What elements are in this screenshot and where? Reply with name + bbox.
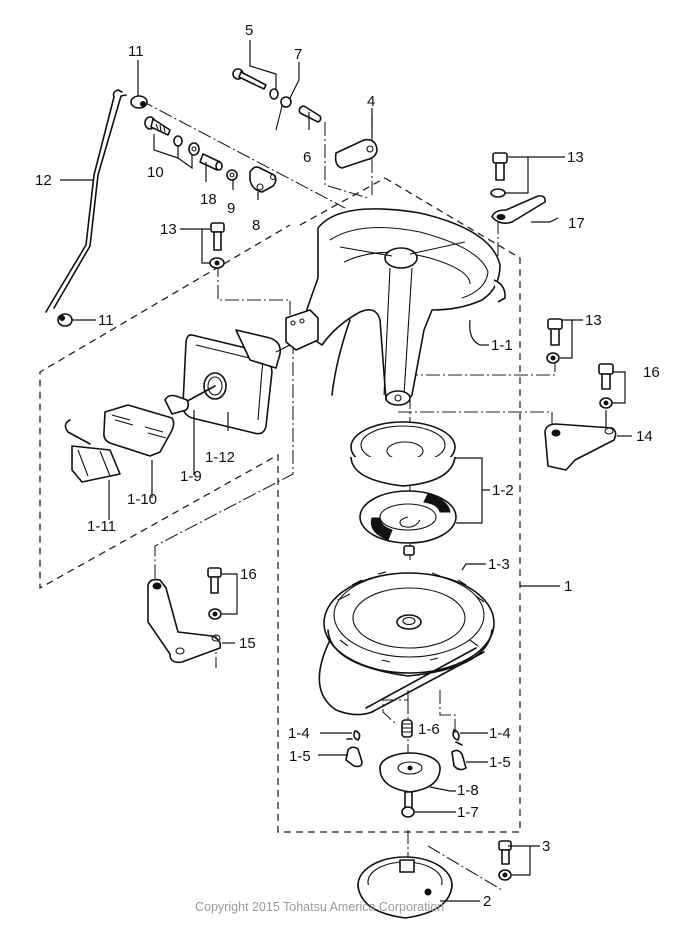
part-2-pulley xyxy=(357,856,453,919)
callout-1-7: 1-7 xyxy=(457,804,479,821)
part-1-10-handle xyxy=(103,404,175,457)
part-1-7-screw xyxy=(401,791,415,818)
callout-labels: 5 7 11 4 6 10 12 18 9 8 13 13 17 11 13 1… xyxy=(35,22,660,910)
part-18-collar xyxy=(199,153,223,171)
copyright-watermark: Copyright 2015 Tohatsu America Corporati… xyxy=(195,900,444,914)
callout-1: 1 xyxy=(564,578,572,595)
callout-1-12: 1-12 xyxy=(205,449,235,466)
callout-11-top: 11 xyxy=(128,43,144,60)
callout-13-right: 13 xyxy=(585,312,602,329)
part-14-bracket xyxy=(544,423,617,471)
part-1-12-handle-cover xyxy=(182,329,291,435)
callout-1-8: 1-8 xyxy=(457,782,479,799)
part-8-lever xyxy=(249,166,277,193)
callout-1-5-left: 1-5 xyxy=(289,748,311,765)
part-12-link-rod xyxy=(45,89,127,313)
part-1-4-spring-left xyxy=(346,730,361,741)
part-16-bolt-left xyxy=(207,567,222,620)
part-10-bolt xyxy=(144,116,200,156)
callout-16-right: 16 xyxy=(643,364,660,381)
part-1-4-spring-right xyxy=(452,729,463,746)
callout-8: 8 xyxy=(252,217,260,234)
part-15-bracket xyxy=(147,578,222,664)
callout-1-6: 1-6 xyxy=(418,721,440,738)
part-1-2-reel-and-spring xyxy=(350,421,457,556)
assembly-boundary-main xyxy=(39,177,521,833)
callout-12: 12 xyxy=(35,172,52,189)
callout-18: 18 xyxy=(200,191,217,208)
part-9-nut xyxy=(226,169,238,181)
part-13-bolt-left xyxy=(209,222,225,269)
callout-13-top-right: 13 xyxy=(567,149,584,166)
part-7-clip xyxy=(275,96,292,131)
part-16-bolt-right xyxy=(598,363,614,409)
part-1-6-spring xyxy=(401,719,413,738)
callout-4: 4 xyxy=(367,93,375,110)
part-1-5-pawl-right xyxy=(451,749,467,771)
callout-1-10: 1-10 xyxy=(127,491,157,508)
callout-10: 10 xyxy=(147,164,164,181)
part-1-9-rope xyxy=(164,385,216,415)
part-6-pin xyxy=(298,105,322,123)
callout-17: 17 xyxy=(568,215,585,232)
callout-9: 9 xyxy=(227,200,235,217)
leader-lines xyxy=(60,40,632,902)
callout-15: 15 xyxy=(239,635,256,652)
callout-1-11: 1-11 xyxy=(87,518,116,535)
part-3-bolt xyxy=(498,840,512,881)
part-17-plate xyxy=(491,195,546,224)
callout-2: 2 xyxy=(483,893,491,910)
callout-16-left: 16 xyxy=(240,566,257,583)
callout-1-9: 1-9 xyxy=(180,468,202,485)
callout-1-4-left: 1-4 xyxy=(288,725,310,742)
part-1-11-insert xyxy=(64,419,121,483)
part-5-bolt xyxy=(232,68,279,100)
callout-1-3: 1-3 xyxy=(488,556,510,573)
part-1-3-reel xyxy=(318,571,495,716)
callout-13-left: 13 xyxy=(160,221,177,238)
callout-14: 14 xyxy=(636,428,653,445)
part-1-1-housing xyxy=(285,208,506,406)
callout-6: 6 xyxy=(303,149,311,166)
part-13-bolt-top-right xyxy=(490,152,508,198)
part-11-clip-bottom xyxy=(57,313,73,327)
callout-1-5-right: 1-5 xyxy=(489,754,511,771)
callout-1-2: 1-2 xyxy=(492,482,514,499)
centerlines xyxy=(139,99,556,891)
callout-1-4-right: 1-4 xyxy=(489,725,511,742)
callout-3: 3 xyxy=(542,838,550,855)
part-1-8-ratchet xyxy=(379,752,441,793)
part-11-clip-top xyxy=(130,95,148,109)
callout-1-1: 1-1 xyxy=(491,337,513,354)
part-13-bolt-right xyxy=(546,318,563,364)
part-4-arm xyxy=(334,138,378,169)
callout-7: 7 xyxy=(294,46,302,63)
callout-5: 5 xyxy=(245,22,253,39)
part-1-5-pawl-left xyxy=(345,746,363,768)
callout-11-bottom: 11 xyxy=(98,312,114,329)
